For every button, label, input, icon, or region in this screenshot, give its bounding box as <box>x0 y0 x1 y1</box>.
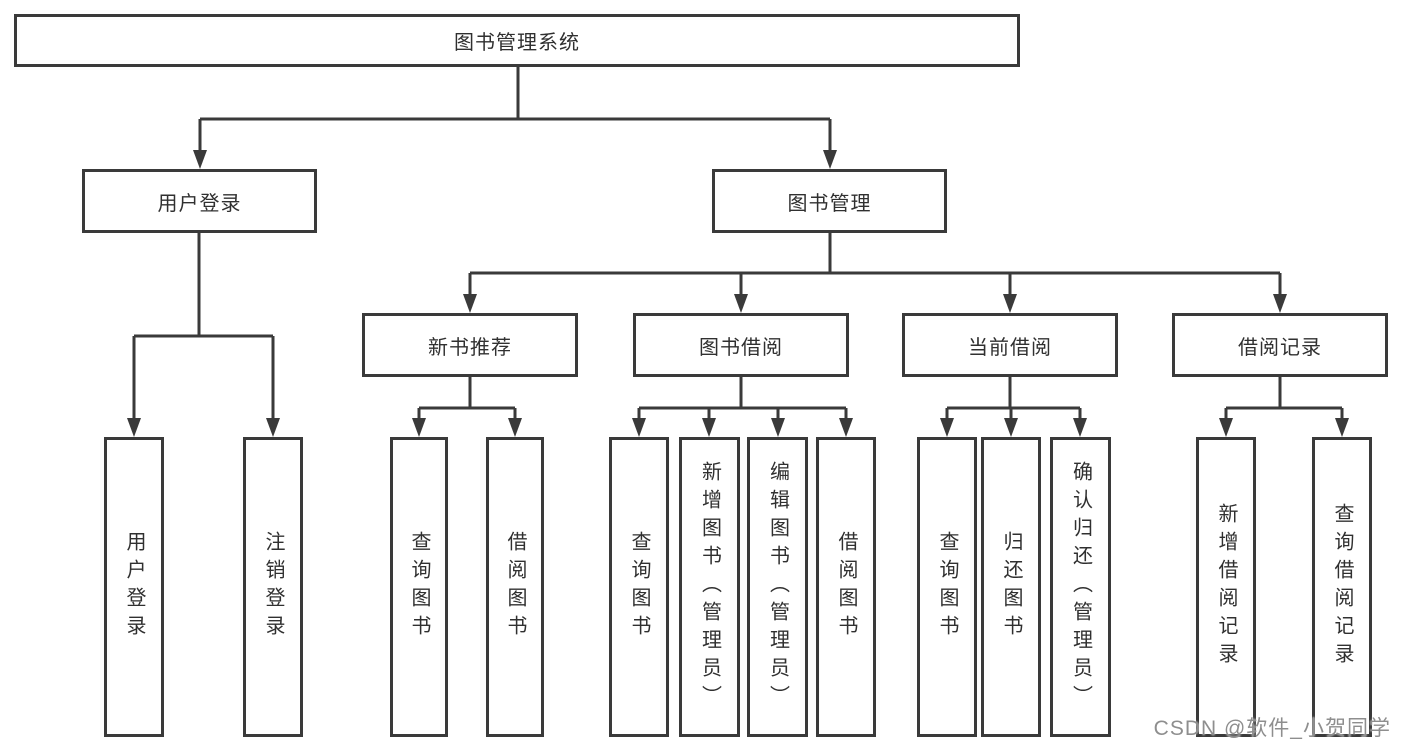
node-leaf-query-borrow-record: 查询借阅记录 <box>1312 437 1372 737</box>
node-label: 新增图书（管理员） <box>698 461 721 713</box>
node-label: 编辑图书（管理员） <box>766 461 789 713</box>
node-leaf-borrowing-query-books: 查询图书 <box>609 437 669 737</box>
node-leaf-recommend-borrow-books: 借阅图书 <box>486 437 544 737</box>
node-label: 确认归还（管理员） <box>1069 461 1092 713</box>
node-user-login: 用户登录 <box>82 169 317 233</box>
node-leaf-add-borrow-record: 新增借阅记录 <box>1196 437 1256 737</box>
node-leaf-borrow-books: 借阅图书 <box>816 437 876 737</box>
node-label: 查询图书 <box>936 531 958 643</box>
node-leaf-return-books: 归还图书 <box>981 437 1041 737</box>
node-library-system: 图书管理系统 <box>14 14 1020 67</box>
node-label: 新增借阅记录 <box>1215 503 1237 671</box>
node-book-management: 图书管理 <box>712 169 947 233</box>
node-label: 借阅记录 <box>1238 336 1322 359</box>
node-label: 注销登录 <box>262 531 284 643</box>
node-label: 图书管理 <box>787 192 872 215</box>
node-label: 借阅图书 <box>835 531 857 643</box>
node-leaf-confirm-return-admin: 确认归还（管理员） <box>1050 437 1111 737</box>
node-label: 用户登录 <box>123 531 145 643</box>
node-leaf-user-login: 用户登录 <box>104 437 164 737</box>
node-leaf-edit-books-admin: 编辑图书（管理员） <box>747 437 808 737</box>
node-book-borrowing: 图书借阅 <box>633 313 849 377</box>
node-label: 新书推荐 <box>428 336 512 359</box>
node-label: 查询图书 <box>408 531 430 643</box>
node-label: 查询借阅记录 <box>1331 503 1353 671</box>
node-leaf-logout: 注销登录 <box>243 437 303 737</box>
node-label: 图书管理系统 <box>454 32 580 54</box>
watermark: CSDN @软件_小贺同学 <box>1153 717 1391 740</box>
node-leaf-recommend-query-books: 查询图书 <box>390 437 448 737</box>
node-leaf-current-query-books: 查询图书 <box>917 437 977 737</box>
node-label: 当前借阅 <box>968 336 1052 359</box>
node-label: 借阅图书 <box>504 531 526 643</box>
node-leaf-add-books-admin: 新增图书（管理员） <box>679 437 740 737</box>
node-label: 图书借阅 <box>699 336 783 359</box>
node-label: 查询图书 <box>628 531 650 643</box>
node-label: 归还图书 <box>1000 531 1022 643</box>
node-current-borrowing: 当前借阅 <box>902 313 1118 377</box>
node-label: 用户登录 <box>157 192 242 215</box>
node-borrowing-records: 借阅记录 <box>1172 313 1388 377</box>
node-new-book-recommend: 新书推荐 <box>362 313 578 377</box>
